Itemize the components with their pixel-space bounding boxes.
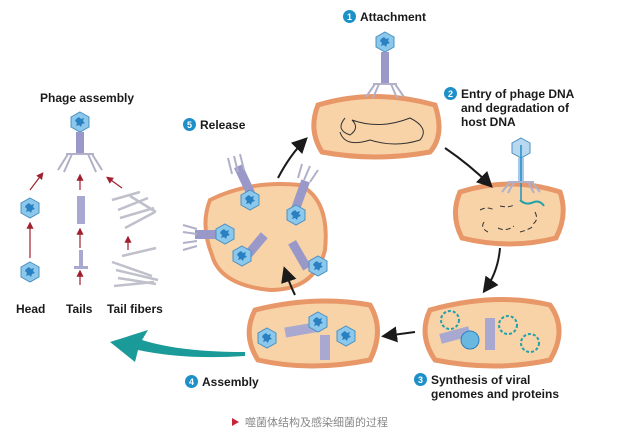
component-label-tails: Tails [66,302,93,316]
step-3-label: 3 Synthesis of viral genomes and protein… [414,373,559,401]
step-4-text: Assembly [202,375,259,389]
component-label-head: Head [16,302,46,316]
cycle-arrows [277,137,501,343]
cell-attachment [311,94,442,160]
phage-assembly-title: Phage assembly [40,91,135,105]
assembly-arrow [110,330,245,362]
phage-attachment [365,31,405,99]
step-5-badge: 5 [183,118,196,131]
step-3-line-2: genomes and proteins [431,387,560,401]
step-2-line-2: and degradation of [461,101,569,115]
step-2-line-1: Entry of phage DNA [461,87,575,101]
step-1-text: Attachment [360,10,427,24]
caption-marker-icon [232,418,239,426]
cell-dna-entry [453,181,566,247]
step-2-label: 2 Entry of phage DNA and degradation of … [444,87,574,129]
step-5-text: Release [200,118,246,132]
step-1-badge: 1 [343,10,356,23]
caption-text: 噬菌体结构及感染细菌的过程 [245,416,388,429]
step-4-badge: 4 [185,375,198,388]
cell-release [182,153,328,293]
step-3-line-1: Synthesis of viral [431,373,531,387]
component-label-tail-fibers: Tail fibers [107,302,163,316]
cell-synthesis [422,297,562,369]
figure-caption: 噬菌体结构及感染细菌的过程 [232,414,388,430]
step-1-label: 1 Attachment [343,10,426,24]
step-2-line-3: host DNA [461,115,516,129]
step-4-label: 4 Assembly [185,375,259,389]
phage-injecting [501,137,541,200]
tail-fiber-components [111,190,159,288]
component-arrows [26,172,132,285]
step-3-text: Synthesis of viral genomes and proteins [431,373,559,401]
step-2-text: Entry of phage DNA and degradation of ho… [461,87,574,129]
assembled-phage [57,111,103,173]
step-3-badge: 3 [414,373,427,386]
step-5-label: 5 Release [183,118,245,132]
cell-assembly [246,298,380,369]
step-2-badge: 2 [444,87,457,100]
tail-components [74,196,88,269]
